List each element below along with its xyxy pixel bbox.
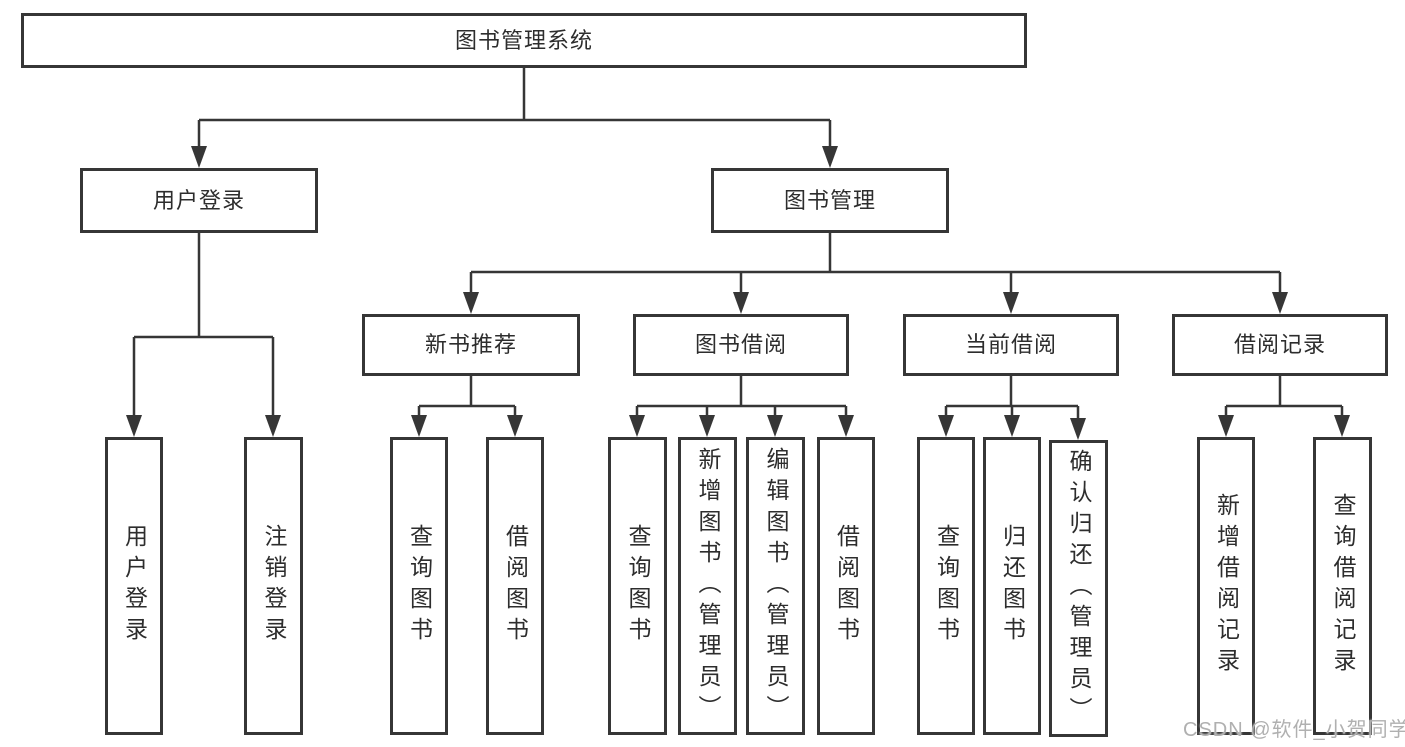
node-query-books-recommend: 查询图书 bbox=[390, 437, 448, 735]
connector-root-to-level2 bbox=[191, 68, 838, 168]
node-book-borrowing: 图书借阅 bbox=[633, 314, 849, 376]
connector-records-to-children bbox=[1218, 376, 1350, 437]
node-add-books-admin: 新增图书（管理员） bbox=[678, 437, 737, 735]
connector-bookmgmt-to-level3 bbox=[463, 233, 1288, 314]
node-logout: 注销登录 bbox=[244, 437, 303, 735]
node-library-system: 图书管理系统 bbox=[21, 13, 1027, 68]
node-confirm-return-admin: 确认归还（管理员） bbox=[1049, 440, 1108, 737]
node-borrow-books-recommend: 借阅图书 bbox=[486, 437, 544, 735]
connector-current-to-children bbox=[938, 376, 1086, 440]
csdn-watermark: CSDN @软件_小贺同学 bbox=[1183, 719, 1405, 741]
node-add-borrow-record: 新增借阅记录 bbox=[1197, 437, 1255, 735]
node-query-borrow-record: 查询借阅记录 bbox=[1313, 437, 1372, 735]
node-return-books: 归还图书 bbox=[983, 437, 1041, 735]
node-book-management: 图书管理 bbox=[711, 168, 949, 233]
node-new-book-recommend: 新书推荐 bbox=[362, 314, 580, 376]
node-query-books-borrowing: 查询图书 bbox=[608, 437, 667, 735]
node-borrowing-records: 借阅记录 bbox=[1172, 314, 1388, 376]
node-current-borrowing: 当前借阅 bbox=[903, 314, 1119, 376]
node-borrow-books-borrowing: 借阅图书 bbox=[817, 437, 875, 735]
connector-userlogin-to-children bbox=[126, 233, 281, 437]
connector-newbook-to-children bbox=[411, 376, 523, 437]
node-edit-books-admin: 编辑图书（管理员） bbox=[746, 437, 805, 735]
node-query-books-current: 查询图书 bbox=[917, 437, 975, 735]
node-user-login: 用户登录 bbox=[80, 168, 318, 233]
node-user-login-action: 用户登录 bbox=[105, 437, 163, 735]
connector-borrowing-to-children bbox=[629, 376, 854, 437]
